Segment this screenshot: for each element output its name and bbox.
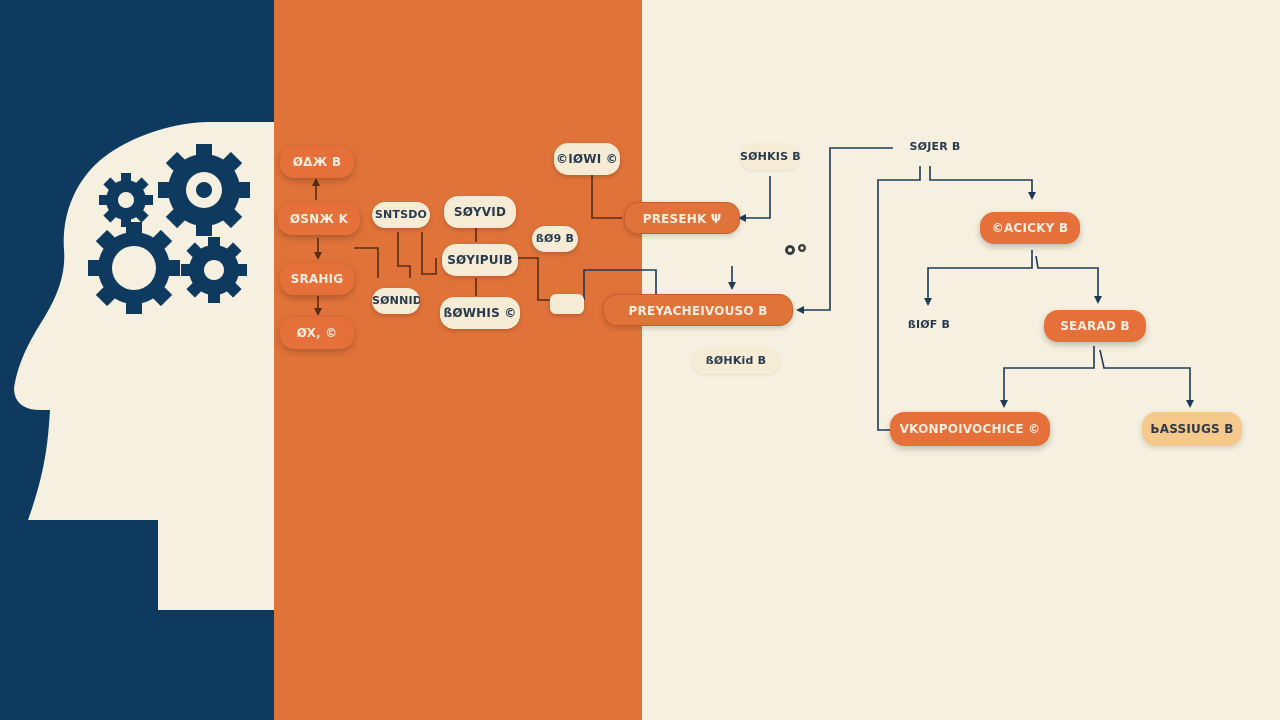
node-presehk: PRESEHK Ψ xyxy=(624,202,740,234)
node-searad: ЅEARAD B xyxy=(1044,310,1146,342)
node-soyvid: SØYVID xyxy=(444,196,516,228)
node-small-tag xyxy=(550,294,584,314)
node-sohkis: SØHKIS B xyxy=(740,144,800,170)
node-ox: ØX, © xyxy=(280,317,354,349)
head-silhouette-icon xyxy=(14,122,274,610)
orange-panel xyxy=(274,0,642,720)
node-vkonpoivochice: VKONPOIVOCHICE © xyxy=(890,412,1050,446)
node-bowhis: ßØWHIЅ © xyxy=(440,297,520,329)
node-srahig: ЅRAHIG xyxy=(280,263,354,295)
small-gears-icon xyxy=(785,244,806,255)
node-bassiugs: ЬASSIUGS B xyxy=(1142,412,1242,446)
node-oab: ØΔЖ B xyxy=(280,146,354,178)
node-sntsdo: SNTSDO xyxy=(372,202,430,228)
node-clowi: ©IØWI © xyxy=(554,143,620,175)
node-sonnid: SØNNID xyxy=(372,288,420,314)
node-bohkid: ßØHKid B xyxy=(692,348,780,374)
node-soyipuib: SØYIPUIB xyxy=(442,244,518,276)
node-bo9: ßØ9 B xyxy=(532,226,578,252)
node-cacicky: ©ACICKY B xyxy=(980,212,1080,244)
node-biof: ßIØF B xyxy=(907,318,951,331)
node-sojer: SØJER B xyxy=(909,140,961,153)
node-preyacheivouso: PREYACHEIVOUSO B xyxy=(603,294,793,326)
gears-icon xyxy=(88,144,250,314)
node-osnk: ØЅNЖ K xyxy=(278,203,360,235)
